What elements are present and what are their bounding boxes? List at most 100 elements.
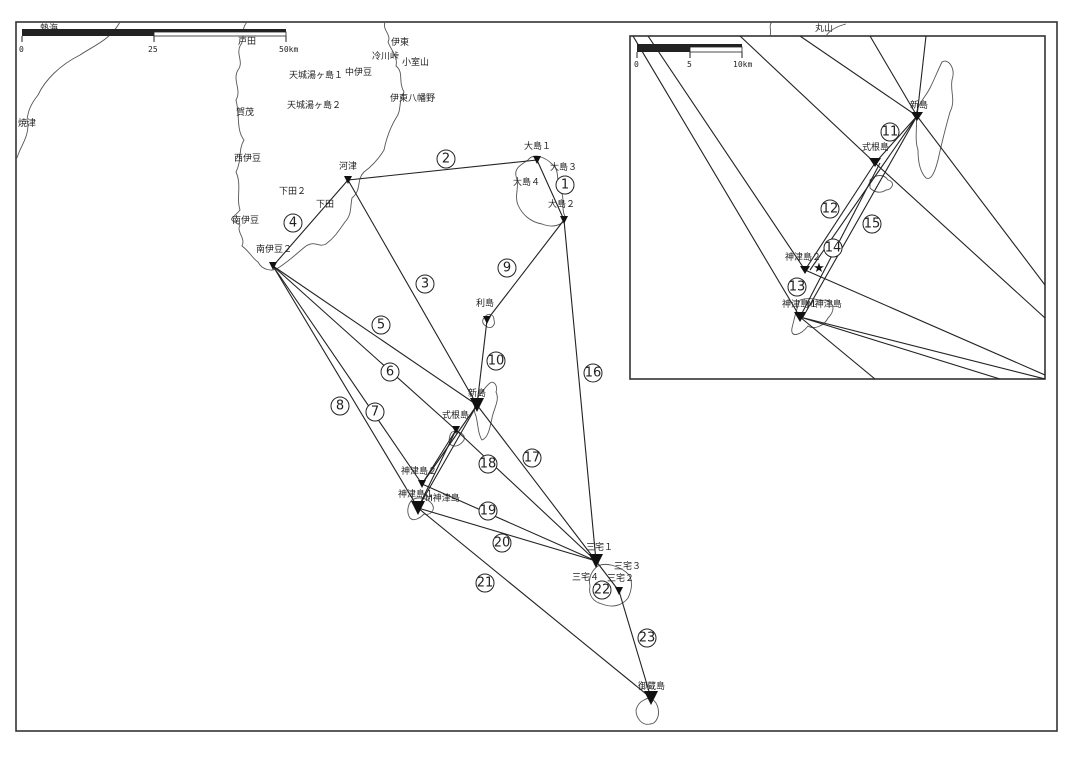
inset-station-kozu2: [800, 266, 810, 274]
inset-scale-label-10: 10km: [733, 60, 752, 69]
station-marker-kozu1: [411, 501, 425, 515]
svg-text:12: 12: [822, 202, 839, 217]
route-number: 4: [283, 213, 303, 233]
route-number: 9: [497, 258, 517, 278]
route-line: [272, 179, 349, 267]
station-marker-miyake1: [589, 554, 603, 568]
route-line: [272, 265, 419, 509]
route-number: 21: [475, 573, 495, 593]
place-label: 冷川峠: [372, 50, 399, 62]
route-number: 7: [365, 402, 385, 422]
svg-text:13: 13: [789, 280, 806, 295]
inset-route-number: 13: [787, 277, 807, 297]
scale-label-50: 50km: [279, 45, 298, 54]
svg-text:20: 20: [494, 536, 511, 551]
route-line: [272, 265, 457, 431]
svg-text:21: 21: [477, 576, 494, 591]
station-marker-minamiizu2: [269, 262, 277, 270]
svg-text:17: 17: [524, 451, 541, 466]
route-number: 23: [637, 628, 657, 648]
route-line: [272, 265, 423, 485]
coastline-izu-west: [231, 21, 279, 271]
svg-text:9: 9: [503, 261, 511, 276]
place-label: 下田: [316, 199, 334, 210]
inset-top-coast: [769, 21, 847, 37]
route-number: 8: [330, 396, 350, 416]
place-label: 天城湯ヶ島１: [289, 69, 343, 81]
place-label: 大島３: [550, 161, 577, 173]
place-label: 河津: [339, 160, 357, 172]
main-routes: [272, 159, 652, 699]
svg-text:18: 18: [480, 457, 497, 472]
svg-text:19: 19: [480, 504, 497, 519]
station-marker-miyake2: [615, 587, 623, 595]
route-line: [455, 429, 597, 562]
station-marker-kawazu: [344, 176, 352, 184]
place-label: 熱海: [40, 22, 58, 34]
inset-route-number: 12: [820, 199, 840, 219]
place-label: 伊東: [391, 36, 409, 48]
station-marker-mikura: [644, 691, 658, 705]
place-label: 大島２: [548, 198, 575, 210]
inset-route-number: 11: [880, 122, 900, 142]
route-line: [421, 483, 597, 562]
route-line: [347, 179, 478, 406]
svg-text:23: 23: [639, 631, 656, 646]
inset-place-label: 神津島２: [785, 251, 821, 263]
svg-text:6: 6: [386, 365, 394, 380]
route-line: [476, 319, 488, 406]
place-label: 戸田: [238, 36, 256, 47]
inset-station-kozu1: [794, 312, 806, 322]
route-line: [272, 265, 478, 406]
route-number: 22: [592, 580, 612, 600]
place-label: 三宅４: [572, 571, 599, 583]
route-number: 6: [380, 362, 400, 382]
station-marker-toshima: [483, 316, 491, 324]
route-number: 19: [478, 501, 498, 521]
place-label: 賀茂: [236, 106, 254, 118]
place-label: 三宅３: [614, 560, 641, 572]
inset-station-niijima: [911, 112, 923, 121]
inset-place-label: 式根島: [862, 141, 889, 153]
station-marker-oshima2: [560, 216, 568, 224]
route-number: 2: [436, 149, 456, 169]
inset-island-niijima: [915, 60, 954, 179]
inset-scale-label-0: 0: [634, 60, 639, 69]
island-oshima: [515, 155, 567, 227]
inset-scale-label-5: 5: [687, 60, 692, 69]
island-mikurajima: [635, 697, 659, 725]
place-label: 神津島１: [398, 488, 434, 500]
station-marker-kozu2: [418, 480, 426, 488]
svg-text:2: 2: [442, 152, 450, 167]
svg-text:14: 14: [825, 241, 842, 256]
star-marker-icon: ★: [813, 261, 825, 276]
route-number: 17: [522, 448, 542, 468]
route-line: [417, 429, 457, 509]
station-marker-shikinejima: [452, 426, 460, 434]
map-frame: [15, 21, 1058, 732]
coastline-suruga: [15, 21, 121, 161]
route-line: [417, 507, 597, 562]
svg-text:7: 7: [371, 405, 379, 420]
place-label: 三宅２: [607, 572, 634, 584]
route-number: 1: [555, 175, 575, 195]
scale-label-0: 0: [19, 45, 24, 54]
inset-station-shikinejima: [869, 158, 881, 167]
svg-text:1: 1: [561, 178, 569, 193]
route-line: [563, 219, 597, 562]
inset-place-label: M神津島: [807, 298, 842, 310]
route-line: [417, 404, 478, 509]
svg-text:4: 4: [289, 216, 297, 231]
place-label: 大島４: [513, 176, 540, 188]
route-number: 16: [583, 363, 603, 383]
svg-text:16: 16: [585, 366, 602, 381]
svg-text:11: 11: [882, 125, 899, 140]
place-label: 南伊豆２: [256, 243, 292, 255]
place-label: 伊東八幡野: [390, 92, 435, 104]
scale-label-25: 25: [148, 45, 158, 54]
